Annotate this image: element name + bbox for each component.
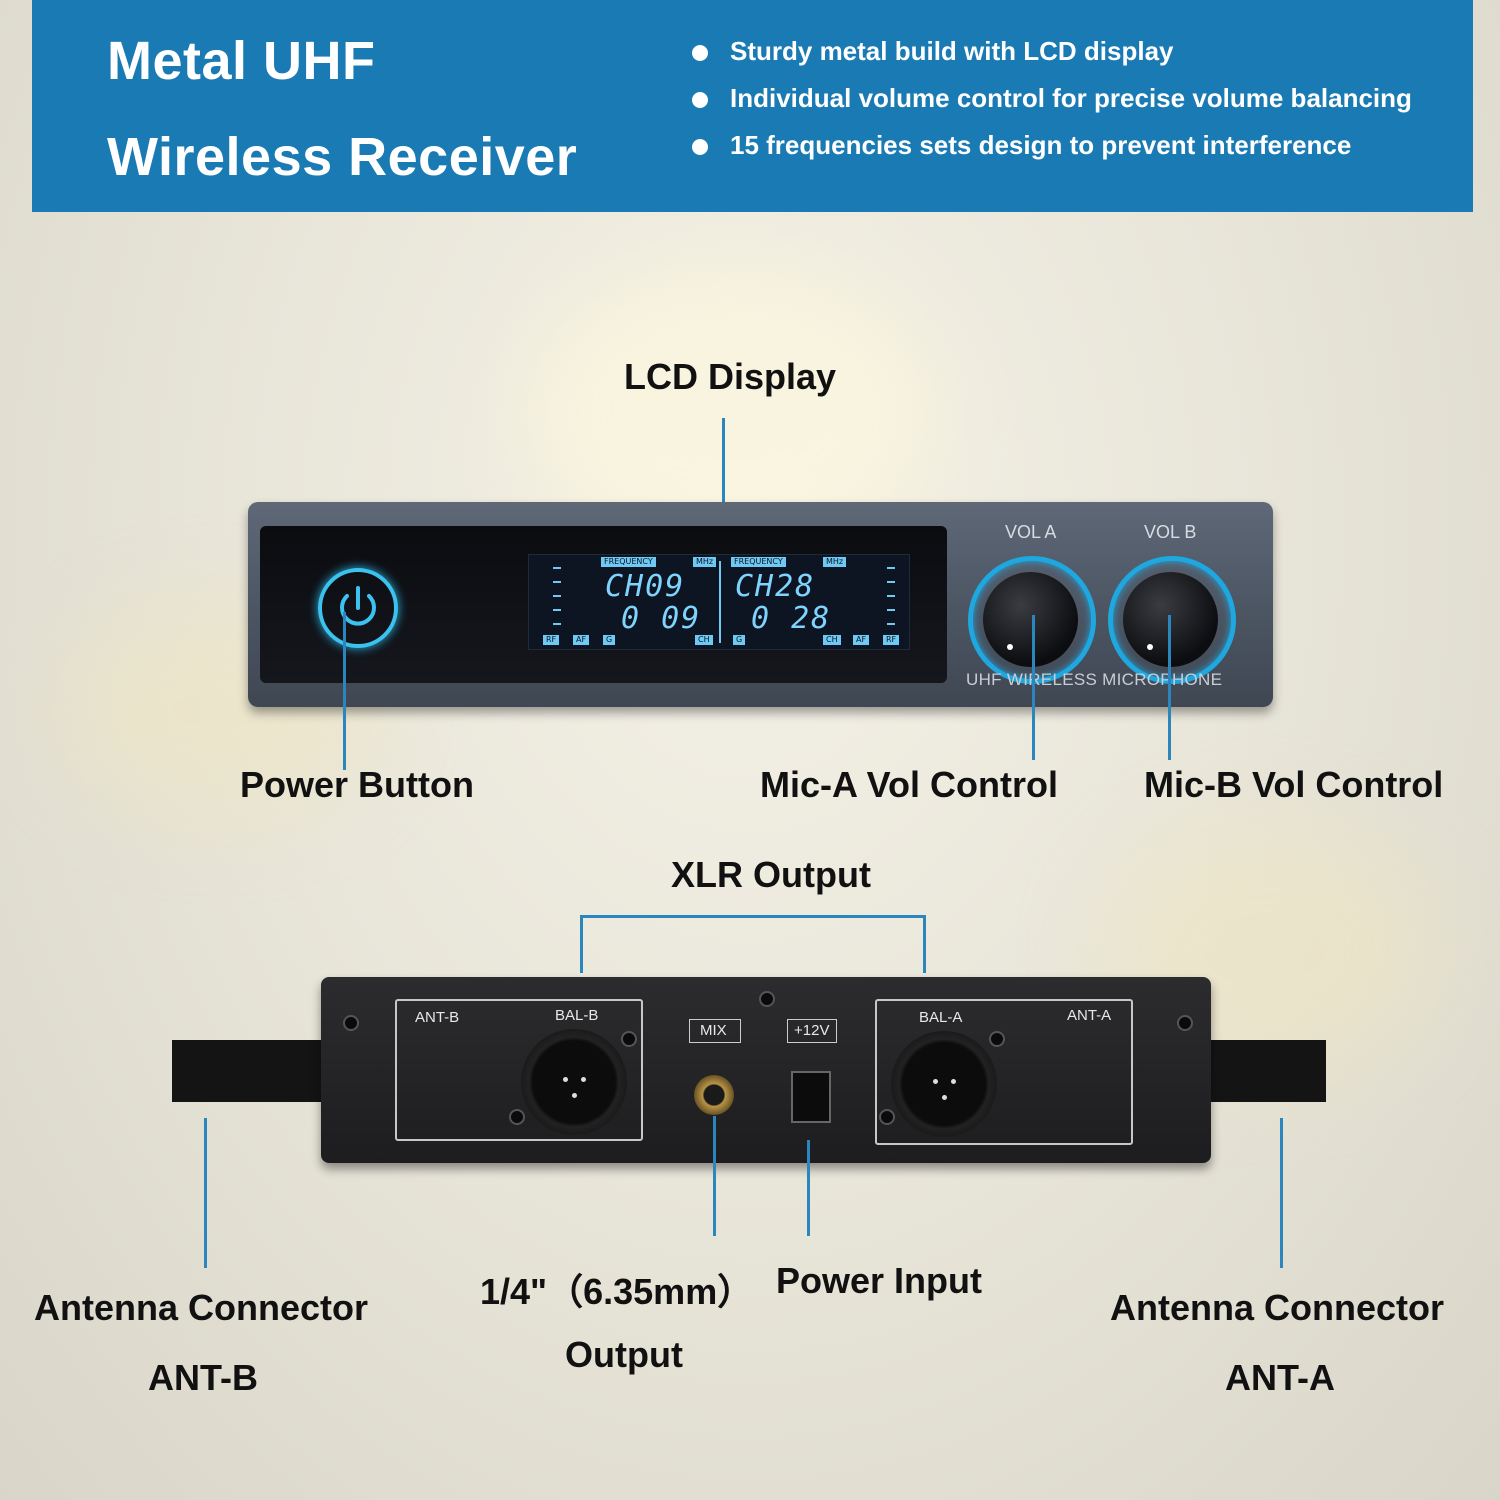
banner-title-line1: Metal UHF [107, 31, 376, 91]
xlr-pin [942, 1095, 947, 1100]
xlr-pin [581, 1077, 586, 1082]
header-banner: Metal UHF Wireless Receiver Sturdy metal… [32, 0, 1473, 212]
mhz-tag: MHz [693, 557, 717, 567]
screw [343, 1015, 359, 1031]
af-tag: AF [853, 635, 870, 645]
front-glass-panel: RF AF G FREQUENCY MHz CH09 0 09 CH FREQU… [260, 526, 947, 683]
xlr-pin [951, 1079, 956, 1084]
vol-b-ring [1108, 556, 1236, 684]
power-button-label: Power Button [240, 764, 474, 805]
xlr-b-connector[interactable] [521, 1029, 627, 1135]
mic-a-leader-line [1032, 615, 1035, 760]
meter-bar [553, 581, 561, 583]
ch-tag: CH [695, 635, 713, 645]
power-leader-line [343, 612, 346, 770]
power-button[interactable] [318, 568, 398, 648]
meter-bar [887, 623, 895, 625]
screw [621, 1031, 637, 1047]
meter-bar [887, 595, 895, 597]
g-tag: G [733, 635, 746, 645]
lcd-display-label: LCD Display [624, 356, 837, 397]
ch-tag: CH [823, 635, 841, 645]
mhz-tag: MHz [823, 557, 847, 567]
g-tag: G [603, 635, 616, 645]
frequency-tag: FREQUENCY [601, 557, 656, 567]
ant-b-port-label: ANT-B [415, 1009, 460, 1026]
meter-bar [887, 609, 895, 611]
feature-item: Sturdy metal build with LCD display [692, 36, 1412, 83]
ant-b-label-line2: ANT-B [148, 1357, 258, 1398]
receiver-rear-panel: ANT-B BAL-B MIX +12V BAL-A ANT-A [321, 977, 1211, 1163]
jack-leader-line [713, 1116, 716, 1236]
jack-label-line1: 1/4"（6.35mm） [480, 1271, 754, 1312]
lcd-right-number: 0 28 [751, 601, 832, 636]
frequency-tag: FREQUENCY [731, 557, 786, 567]
meter-bar [887, 581, 895, 583]
power-input-leader-line [807, 1140, 810, 1236]
rf-tag: RF [543, 635, 560, 645]
af-tag: AF [573, 635, 590, 645]
knob-indicator [1007, 644, 1013, 650]
xlr-bracket [580, 915, 926, 973]
xlr-pin [572, 1093, 577, 1098]
brand-text: UHF WIRELESS MICROPHONE [966, 670, 1223, 689]
vol-b-label: VOL B [1144, 522, 1197, 542]
meter-bar [887, 567, 895, 569]
ant-b-leader-line [204, 1118, 207, 1268]
lcd-divider [719, 561, 721, 643]
meter-bar [553, 595, 561, 597]
mic-b-label: Mic-B Vol Control [1144, 764, 1444, 805]
vol-a-label: VOL A [1005, 522, 1057, 542]
meter-bar [553, 623, 561, 625]
power-input-label: Power Input [776, 1260, 982, 1301]
feature-item: Individual volume control for precise vo… [692, 83, 1412, 130]
ant-a-port-label: ANT-A [1067, 1007, 1112, 1024]
ant-a-label-line1: Antenna Connector [1110, 1287, 1445, 1328]
jack-label-line2: Output [565, 1334, 683, 1375]
banner-title-line2: Wireless Receiver [107, 127, 578, 187]
ant-a-leader-line [1280, 1118, 1283, 1268]
meter-bar [553, 609, 561, 611]
screw [989, 1031, 1005, 1047]
bal-b-port-label: BAL-B [555, 1007, 599, 1024]
rf-tag: RF [883, 635, 900, 645]
quarter-inch-jack[interactable] [694, 1075, 734, 1115]
xlr-output-label: XLR Output [671, 854, 871, 895]
channel-b-outputs: ANT-B BAL-B [395, 999, 643, 1141]
meter-bar [553, 567, 561, 569]
channel-a-outputs: BAL-A ANT-A [875, 999, 1133, 1145]
screw [509, 1109, 525, 1125]
mic-b-leader-line [1168, 615, 1171, 760]
knob-indicator [1147, 644, 1153, 650]
power-icon [340, 586, 376, 626]
ant-a-label-line2: ANT-A [1225, 1357, 1335, 1398]
bal-a-port-label: BAL-A [919, 1009, 963, 1026]
bullet-icon [692, 92, 708, 108]
bullet-icon [692, 139, 708, 155]
mix-tag: MIX [689, 1019, 741, 1043]
feature-item: 15 frequencies sets design to prevent in… [692, 130, 1412, 177]
dc-power-jack[interactable] [791, 1071, 831, 1123]
lcd-display: RF AF G FREQUENCY MHz CH09 0 09 CH FREQU… [528, 554, 910, 650]
ant-b-label-line1: Antenna Connector [34, 1287, 369, 1328]
screw [879, 1109, 895, 1125]
xlr-pin [933, 1079, 938, 1084]
feature-list: Sturdy metal build with LCD display Indi… [692, 36, 1412, 177]
lcd-leader-line [722, 418, 725, 540]
xlr-pin [563, 1077, 568, 1082]
receiver-front-panel: RF AF G FREQUENCY MHz CH09 0 09 CH FREQU… [248, 502, 1273, 707]
power-tag: +12V [787, 1019, 837, 1043]
lcd-left-number: 0 09 [621, 601, 702, 636]
screw [1177, 1015, 1193, 1031]
screw [759, 991, 775, 1007]
lcd-right-channel: CH28 [735, 569, 816, 604]
xlr-a-connector[interactable] [891, 1031, 997, 1137]
bullet-icon [692, 45, 708, 61]
mic-a-label: Mic-A Vol Control [760, 764, 1058, 805]
vol-a-knob[interactable] [983, 572, 1078, 667]
lcd-left-channel: CH09 [605, 569, 686, 604]
